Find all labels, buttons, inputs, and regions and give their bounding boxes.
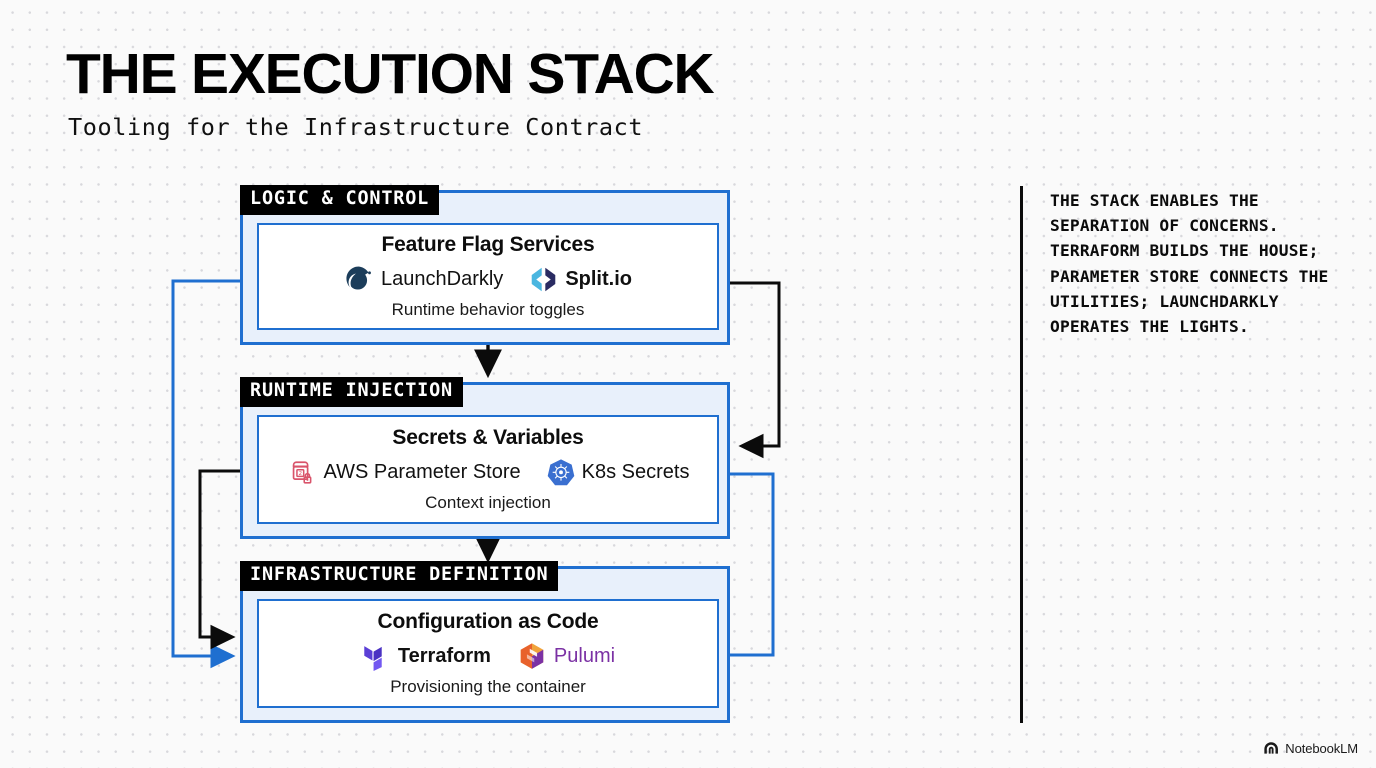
aws-parameter-store-icon: 2	[292, 461, 311, 484]
tool-label: LaunchDarkly	[381, 267, 504, 290]
tool-row: Terraform Pulumi	[361, 641, 615, 671]
stage-tab-label: LOGIC & CONTROL	[240, 185, 440, 215]
stage-card: Feature Flag Services LaunchDarkly	[257, 223, 719, 330]
stage-box-infrastructure-definition[interactable]: INFRASTRUCTURE DEFINITION Configuration …	[240, 561, 730, 723]
commentary-divider	[1020, 186, 1023, 723]
tool-launchdarkly[interactable]: LaunchDarkly	[344, 264, 503, 294]
pulumi-icon	[520, 643, 544, 669]
commentary-text: THE STACK ENABLES THE SEPARATION OF CONC…	[1050, 191, 1329, 337]
tool-label: K8s Secrets	[581, 460, 690, 483]
tool-label: Pulumi	[553, 644, 616, 667]
svg-text:2: 2	[298, 471, 302, 477]
page-subtitle: Tooling for the Infrastructure Contract	[68, 113, 644, 141]
notebooklm-logo-icon	[1264, 742, 1279, 754]
arrow-stage1-right-to-stage2	[730, 281, 781, 459]
card-caption: Context injection	[425, 493, 551, 512]
tool-pulumi[interactable]: Pulumi	[517, 641, 615, 671]
kubernetes-icon	[547, 459, 574, 486]
tool-splitio[interactable]: Split.io	[529, 265, 632, 294]
card-caption: Runtime behavior toggles	[391, 300, 585, 319]
arrow-stage2-left-to-stage3	[198, 469, 240, 650]
stage-card: Configuration as Code Terraform	[257, 599, 719, 708]
card-title: Secrets & Variables	[392, 426, 584, 449]
page-title: THE EXECUTION STACK	[66, 42, 715, 106]
stage-card: Secrets & Variables 2 AWS Parameter Stor…	[257, 415, 719, 524]
stage-tab-label: RUNTIME INJECTION	[240, 377, 463, 407]
card-title: Feature Flag Services	[381, 233, 595, 256]
notebooklm-watermark: NotebookLM	[1263, 741, 1358, 756]
watermark-label: NotebookLM	[1285, 741, 1358, 756]
connector-stage2-right-to-stage3	[730, 472, 775, 657]
card-title: Configuration as Code	[377, 610, 599, 633]
tool-terraform[interactable]: Terraform	[361, 641, 491, 671]
stage-box-logic-control[interactable]: LOGIC & CONTROL Feature Flag Services La…	[240, 185, 730, 345]
stage-tab-label: INFRASTRUCTURE DEFINITION	[240, 561, 559, 591]
tool-label: Terraform	[397, 644, 491, 667]
tool-label: Split.io	[565, 267, 632, 290]
tool-row: LaunchDarkly Split.io	[344, 264, 632, 294]
stage-box-runtime-injection[interactable]: RUNTIME INJECTION Secrets & Variables 2 …	[240, 377, 730, 539]
tool-label: AWS Parameter Store	[323, 460, 521, 483]
splitio-icon	[532, 267, 556, 291]
card-caption: Provisioning the container	[390, 677, 586, 696]
terraform-icon	[364, 646, 382, 671]
tool-k8s-secrets[interactable]: K8s Secrets	[547, 458, 690, 486]
tool-row: 2 AWS Parameter Store	[287, 457, 690, 487]
arrow-stage1-left-to-stage3	[171, 279, 240, 669]
tool-aws-parameter-store[interactable]: 2 AWS Parameter Store	[287, 457, 521, 487]
launchdarkly-icon	[346, 266, 371, 290]
